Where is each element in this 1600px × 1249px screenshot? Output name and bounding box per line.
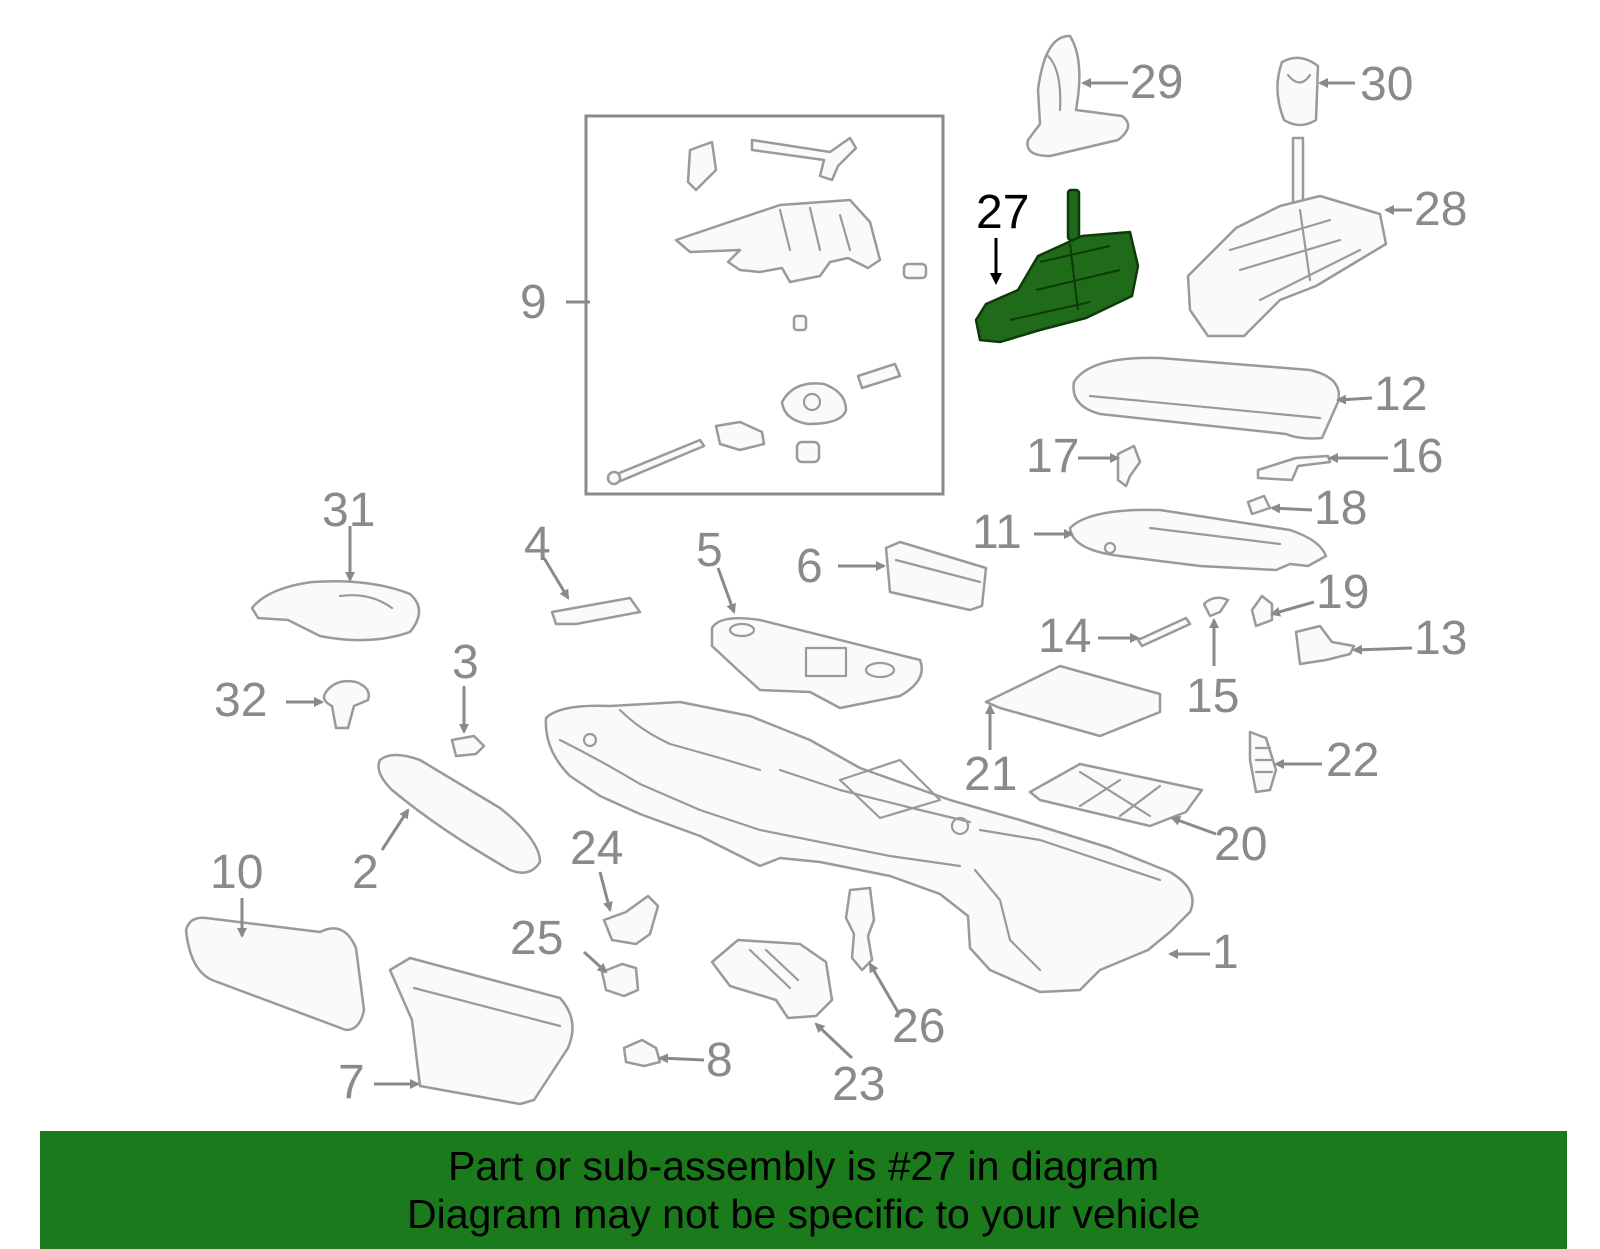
part-25 bbox=[600, 962, 640, 998]
part-9-inset bbox=[584, 114, 945, 496]
armrest-base-shape bbox=[1068, 508, 1328, 572]
part-23-shape bbox=[710, 938, 834, 1020]
callout-22: 22 bbox=[1326, 734, 1379, 787]
callout-31: 31 bbox=[322, 484, 375, 537]
part-2 bbox=[377, 753, 542, 874]
callout-5: 5 bbox=[696, 524, 723, 577]
part-30 bbox=[1276, 56, 1320, 127]
part-17 bbox=[1116, 444, 1142, 488]
callout-9: 9 bbox=[520, 276, 547, 329]
part-15 bbox=[1202, 596, 1230, 618]
part-20 bbox=[1028, 762, 1204, 828]
part-32 bbox=[322, 679, 370, 730]
part-9-base bbox=[780, 382, 848, 426]
callout-16: 16 bbox=[1390, 430, 1443, 483]
callout-20: 20 bbox=[1214, 818, 1267, 871]
part-28 bbox=[1186, 136, 1388, 338]
part-22-shape bbox=[1248, 730, 1278, 794]
banner-line-2: Diagram may not be specific to your vehi… bbox=[406, 1191, 1200, 1237]
callout-12: 12 bbox=[1374, 368, 1427, 421]
callout-18: 18 bbox=[1314, 482, 1367, 535]
part-11 bbox=[1068, 508, 1328, 572]
callout-25: 25 bbox=[510, 912, 563, 965]
callout-8: 8 bbox=[706, 1034, 733, 1087]
part-27-highlighted bbox=[974, 188, 1140, 344]
part-1-console bbox=[544, 700, 1194, 994]
part-9-handle bbox=[674, 198, 882, 284]
callout-1: 1 bbox=[1212, 926, 1239, 979]
part-31-shape bbox=[250, 579, 421, 642]
callout-7: 7 bbox=[338, 1056, 365, 1109]
part-8 bbox=[622, 1038, 662, 1068]
callout-lines bbox=[237, 78, 1413, 1089]
callout-14: 14 bbox=[1038, 610, 1091, 663]
callout-6: 6 bbox=[796, 540, 823, 593]
part-14 bbox=[1136, 616, 1192, 648]
part-13 bbox=[1294, 624, 1356, 666]
callout-17: 17 bbox=[1026, 430, 1079, 483]
callout-4: 4 bbox=[524, 518, 551, 571]
part-21 bbox=[984, 664, 1162, 738]
callout-29: 29 bbox=[1130, 56, 1183, 109]
part-31 bbox=[250, 579, 421, 642]
shift-knob-shape bbox=[1276, 56, 1320, 127]
part-9-lever bbox=[750, 136, 858, 182]
part-6 bbox=[884, 540, 988, 612]
part-27-shape bbox=[974, 230, 1140, 344]
callout-26: 26 bbox=[892, 1000, 945, 1053]
callout-3: 3 bbox=[452, 636, 479, 689]
part-26 bbox=[844, 886, 876, 972]
callout-21: 21 bbox=[964, 748, 1017, 801]
console-shape bbox=[544, 700, 1194, 994]
part-4 bbox=[550, 596, 642, 626]
callout-30: 30 bbox=[1360, 58, 1413, 111]
callout-2: 2 bbox=[352, 846, 379, 899]
callout-10: 10 bbox=[210, 846, 263, 899]
callout-15: 15 bbox=[1186, 670, 1239, 723]
part-5-shape bbox=[710, 617, 923, 710]
callout-28: 28 bbox=[1414, 183, 1467, 236]
callout-19: 19 bbox=[1316, 566, 1369, 619]
parts-diagram: 29 30 28 9 12 17 16 18 11 6 19 13 14 15 … bbox=[184, 34, 1467, 1111]
part-19 bbox=[1250, 594, 1274, 628]
callout-23: 23 bbox=[832, 1058, 885, 1111]
part-22 bbox=[1248, 730, 1278, 794]
part-7-shape bbox=[388, 956, 574, 1106]
part-23 bbox=[710, 938, 834, 1020]
part-3 bbox=[450, 734, 486, 758]
part-10 bbox=[184, 916, 366, 1032]
callout-27: 27 bbox=[976, 186, 1029, 239]
part-6-shape bbox=[884, 540, 988, 612]
callout-13: 13 bbox=[1414, 612, 1467, 665]
part-16 bbox=[1256, 454, 1332, 482]
callout-11: 11 bbox=[972, 506, 1022, 559]
shift-boot-shape bbox=[1026, 34, 1130, 158]
inset-frame bbox=[584, 114, 945, 496]
part-24 bbox=[602, 894, 660, 946]
part-18 bbox=[1246, 494, 1272, 516]
part-9-bracket bbox=[686, 140, 718, 192]
shifter-assembly-shape bbox=[1186, 194, 1388, 338]
callout-numbers: 29 30 28 9 12 17 16 18 11 6 19 13 14 15 … bbox=[210, 56, 1467, 1111]
part-5 bbox=[710, 617, 923, 710]
info-banner: Part or sub-assembly is #27 in diagram D… bbox=[40, 1131, 1567, 1249]
part-29 bbox=[1026, 34, 1130, 158]
callout-32: 32 bbox=[214, 674, 267, 727]
part-7 bbox=[388, 956, 574, 1106]
banner-line-1: Part or sub-assembly is #27 in diagram bbox=[448, 1143, 1159, 1189]
part-12 bbox=[1072, 356, 1341, 440]
callout-24: 24 bbox=[570, 822, 623, 875]
